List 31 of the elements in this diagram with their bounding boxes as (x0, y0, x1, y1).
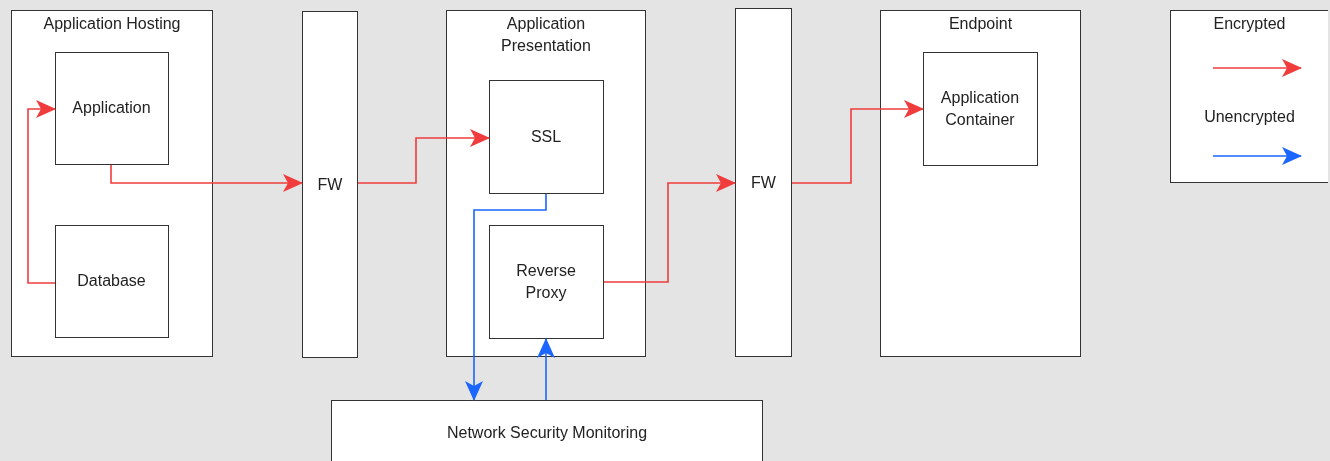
component-label: Reverse Proxy (515, 260, 577, 303)
connector-arrow (791, 100, 924, 184)
component-label: FW (750, 172, 777, 193)
hosting-zone (11, 10, 213, 357)
component-box (488, 224, 604, 339)
component-box (488, 79, 604, 194)
component-label: FW (316, 174, 344, 195)
endpoint-zone (880, 10, 1081, 357)
connector-arrow (110, 164, 303, 192)
zone-title: Application Presentation (500, 14, 592, 56)
connector-arrow (465, 193, 547, 401)
zone-title: Endpoint (947, 14, 1014, 34)
connector-arrow (27, 100, 56, 284)
presentation-zone (446, 10, 646, 357)
component-label: Network Security Monitoring (445, 422, 649, 443)
component-label: Application (71, 98, 152, 118)
connector-arrow (537, 338, 555, 401)
component-label: SSL (529, 126, 563, 147)
component-label: Database (76, 271, 147, 291)
component-box (54, 51, 169, 165)
zone-title: Application Hosting (42, 14, 182, 34)
firewall-bar (735, 8, 792, 357)
component-box (922, 51, 1038, 166)
legend-label: Unencrypted (1203, 108, 1296, 126)
connector-arrow (357, 129, 490, 184)
firewall-bar (302, 11, 358, 358)
connector-arrow (603, 174, 736, 283)
component-label: Application Container (939, 87, 1021, 130)
component-box (54, 224, 169, 338)
legend-label: Encrypted (1212, 15, 1287, 33)
monitoring-box (331, 400, 763, 461)
